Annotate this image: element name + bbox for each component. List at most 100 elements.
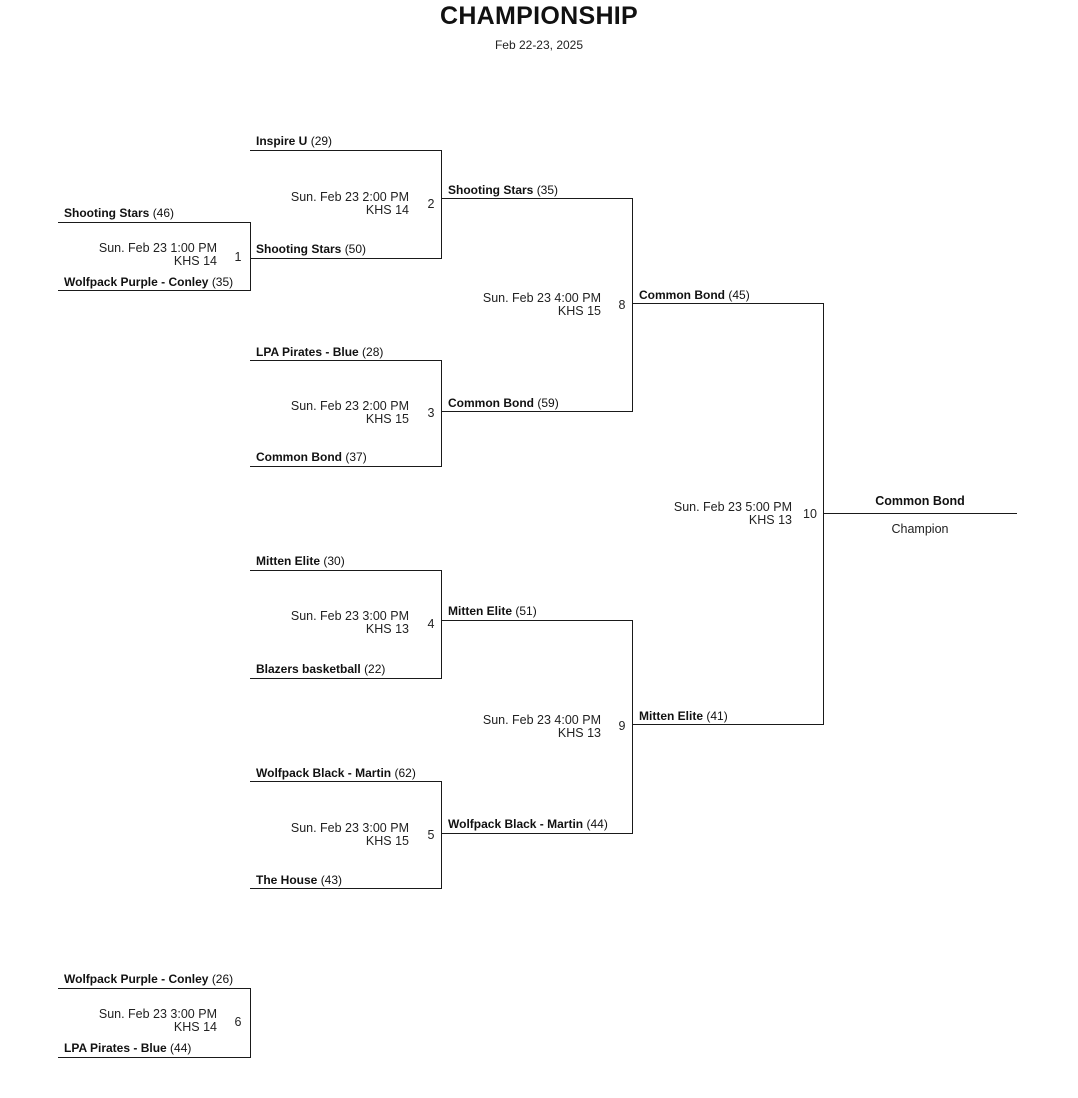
team-name: Shooting Stars [256,242,342,256]
game8-top-line [441,198,633,199]
team-score: (43) [320,873,343,887]
game8-number: 8 [618,298,626,312]
team-score: (46) [152,206,175,220]
game-court: KHS 13 [748,513,792,527]
game9-connector [632,620,633,834]
game3-top-line [250,360,442,361]
game-court: KHS 14 [173,1020,217,1034]
game2-bottom-team[interactable]: Shooting Stars (50) [256,242,366,256]
game4-connector [441,570,442,679]
game6-top-team[interactable]: Wolfpack Purple - Conley (26) [64,972,233,986]
game5-number: 5 [427,828,435,842]
game1-bottom-team[interactable]: Wolfpack Purple - Conley (35) [64,275,233,289]
game9-top-team[interactable]: Mitten Elite (51) [448,604,537,618]
team-name: Wolfpack Purple - Conley [64,972,209,986]
team-score: (22) [364,662,386,676]
game6-connector [250,988,251,1058]
game4-top-line [250,570,442,571]
team-score: (41) [706,709,728,723]
game3-bottom-team[interactable]: Common Bond (37) [256,450,367,464]
game-time: Sun. Feb 23 3:00 PM [98,1007,217,1021]
game1-connector [250,222,251,291]
game5-bottom-line [250,888,442,889]
game4-bottom-team[interactable]: Blazers basketball (22) [256,662,385,676]
game8-connector [632,198,633,412]
game3-connector [441,360,442,467]
game5-bottom-team[interactable]: The House (43) [256,873,342,887]
team-name: Common Bond [639,288,725,302]
team-score: (29) [310,134,333,148]
game2-bottom-line [250,258,442,259]
game-court: KHS 15 [557,304,601,318]
team-name: Shooting Stars [448,183,534,197]
game5-connector [441,781,442,889]
game10-connector [823,303,824,725]
team-score: (50) [344,242,367,256]
game8-bottom-line [441,411,633,412]
game6-bottom-line [58,1057,250,1058]
game9-bottom-line [441,833,633,834]
champion-line [824,513,1017,514]
game10-bottom-line [632,724,824,725]
team-name: Blazers basketball [256,662,361,676]
team-name: Common Bond [448,396,534,410]
game1-top-line [58,222,250,223]
team-name: LPA Pirates - Blue [64,1041,167,1055]
team-score: (44) [586,817,608,831]
game6-top-line [58,988,250,989]
champion-team[interactable]: Common Bond [875,494,965,508]
game-court: KHS 13 [557,726,601,740]
game-time: Sun. Feb 23 4:00 PM [482,713,601,727]
game-time: Sun. Feb 23 2:00 PM [290,190,409,204]
team-score: (35) [211,275,234,289]
game-time: Sun. Feb 23 4:00 PM [482,291,601,305]
team-score: (28) [362,345,384,359]
game-court: KHS 14 [365,203,409,217]
game3-bottom-line [250,466,442,467]
game1-bottom-line [58,290,250,291]
game10-bottom-team[interactable]: Mitten Elite (41) [639,709,728,723]
team-name: LPA Pirates - Blue [256,345,359,359]
game10-number: 10 [803,507,817,521]
team-name: Mitten Elite [448,604,513,618]
game1-top-team[interactable]: Shooting Stars (46) [64,206,174,220]
team-name: Inspire U [256,134,308,148]
game-time: Sun. Feb 23 5:00 PM [673,500,792,514]
game4-top-team[interactable]: Mitten Elite (30) [256,554,345,568]
game-court: KHS 14 [173,254,217,268]
team-score: (35) [536,183,559,197]
game5-top-team[interactable]: Wolfpack Black - Martin (62) [256,766,416,780]
game2-connector [441,150,442,259]
game10-top-team[interactable]: Common Bond (45) [639,288,750,302]
game6-bottom-team[interactable]: LPA Pirates - Blue (44) [64,1041,191,1055]
game9-number: 9 [618,719,626,733]
team-score: (26) [211,972,234,986]
team-score: (62) [394,766,416,780]
team-name: The House [256,873,318,887]
team-score: (45) [728,288,750,302]
team-name: Mitten Elite [639,709,704,723]
game8-top-team[interactable]: Shooting Stars (35) [448,183,558,197]
game-court: KHS 15 [365,834,409,848]
game2-number: 2 [427,197,435,211]
game-time: Sun. Feb 23 3:00 PM [290,609,409,623]
game2-top-team[interactable]: Inspire U (29) [256,134,332,148]
game1-number: 1 [234,250,242,264]
team-score: (51) [515,604,537,618]
team-score: (59) [537,396,559,410]
bracket-date-range: Feb 22-23, 2025 [494,38,584,52]
game3-number: 3 [427,406,435,420]
team-name: Mitten Elite [256,554,321,568]
game9-bottom-team[interactable]: Wolfpack Black - Martin (44) [448,817,608,831]
game-time: Sun. Feb 23 3:00 PM [290,821,409,835]
game8-bottom-team[interactable]: Common Bond (59) [448,396,559,410]
game9-top-line [441,620,633,621]
game3-top-team[interactable]: LPA Pirates - Blue (28) [256,345,383,359]
